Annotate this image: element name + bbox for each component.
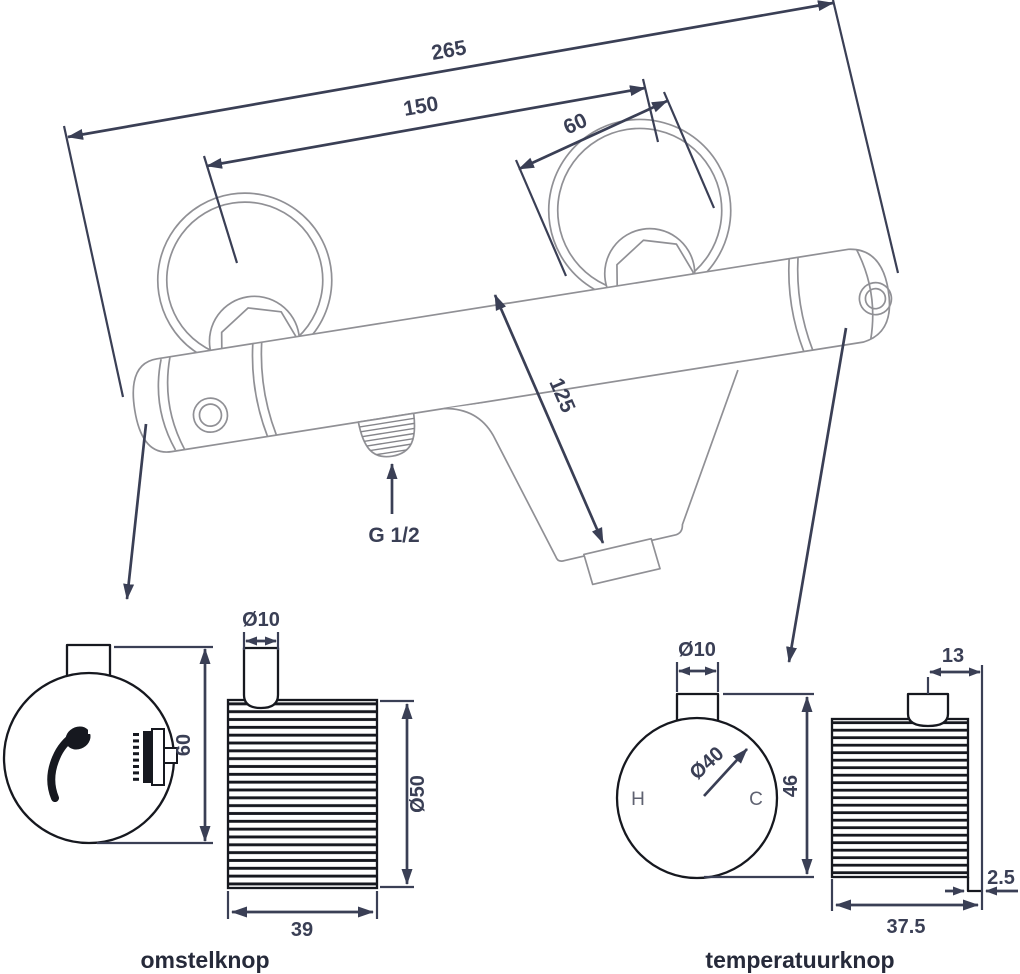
- hot-label: H: [631, 789, 645, 810]
- temperature-side-knurl: [830, 717, 970, 879]
- diverter-side-knurl: [226, 698, 379, 890]
- dim-temperature-rim: 2.5: [987, 867, 1015, 889]
- temperature-knob-button: [858, 281, 893, 316]
- threaded-outlet: [357, 412, 420, 458]
- handshower-icon: [47, 726, 95, 802]
- temperature-knob-detail: H C Ø40 Ø10 46 13 2.5 37.5 temperatuurkn…: [615, 639, 1018, 973]
- temperature-detail-label: temperatuurknop: [705, 947, 894, 973]
- diverter-knob-detail: 60 Ø10 Ø50 39 omstelknop: [2, 609, 429, 973]
- leader-to-diverter-detail: [123, 423, 148, 600]
- dim-center-distance: 150: [402, 92, 441, 121]
- dim-temperature-stem-offset: 13: [942, 645, 964, 667]
- leader-to-temperature-detail: [786, 327, 848, 663]
- diverter-side-stem: [242, 646, 280, 710]
- dim-escutcheon-diameter: 60: [560, 109, 591, 140]
- dim-diverter-knob-diameter: Ø50: [407, 775, 429, 813]
- dim-overall-width: 265: [430, 36, 469, 65]
- dim-temperature-depth: 37.5: [887, 916, 926, 938]
- main-dimensions: 265 150 60 125 G 1/2: [62, 0, 900, 663]
- diverter-knob-button: [192, 397, 229, 433]
- temperature-side-stem: [906, 692, 950, 728]
- dim-diverter-depth: 39: [291, 919, 313, 941]
- dim-temperature-stem-diameter: Ø10: [678, 639, 716, 661]
- cold-label: C: [749, 789, 763, 810]
- dim-diverter-height: 60: [173, 734, 195, 756]
- thread-size-label: G 1/2: [368, 524, 419, 547]
- temperature-rim-step: [966, 877, 982, 893]
- dim-diverter-stem-diameter: Ø10: [242, 609, 280, 631]
- overhead-shower-icon: [133, 728, 178, 786]
- diverter-detail-label: omstelknop: [140, 947, 269, 973]
- dim-temperature-height: 46: [780, 775, 802, 797]
- spout-aerator: [583, 537, 661, 586]
